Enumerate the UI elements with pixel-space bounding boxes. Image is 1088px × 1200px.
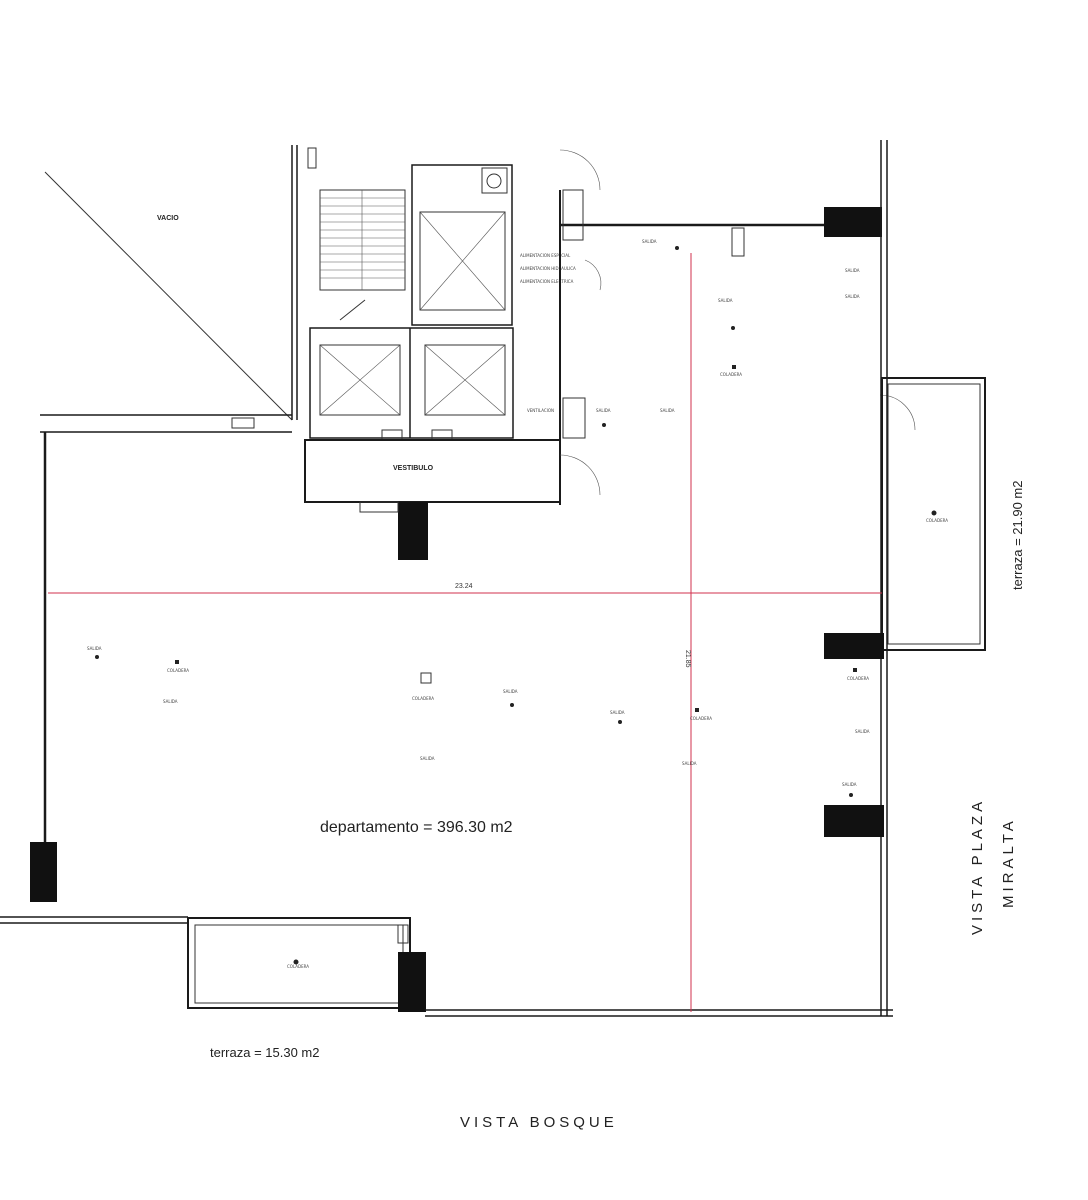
- svg-text:COLADERA: COLADERA: [412, 696, 434, 701]
- svg-text:SALIDA: SALIDA: [163, 699, 178, 704]
- outlet-labels: SALIDA COLADERA COLADERA SALIDA SALIDA C…: [87, 239, 948, 969]
- svg-text:SALIDA: SALIDA: [596, 408, 611, 413]
- terraza-east-area-label: terraza = 21.90 m2: [1010, 481, 1025, 590]
- svg-text:COLADERA: COLADERA: [926, 518, 948, 523]
- svg-text:SALIDA: SALIDA: [855, 729, 870, 734]
- departamento-area-label: departamento = 396.30 m2: [320, 819, 513, 836]
- svg-text:SALIDA: SALIDA: [718, 298, 733, 303]
- view-east-label-line1: VISTA PLAZA: [969, 798, 986, 935]
- svg-text:SALIDA: SALIDA: [610, 710, 625, 715]
- outlet-points: [95, 246, 937, 965]
- vacio-label: VACIO: [157, 215, 179, 222]
- terraza-south-area-label: terraza = 15.30 m2: [210, 1045, 319, 1060]
- svg-text:COLADERA: COLADERA: [720, 372, 742, 377]
- east-facade: [824, 140, 986, 1016]
- svg-text:COLADERA: COLADERA: [287, 964, 309, 969]
- view-east-label-line2: MIRALTA: [1000, 817, 1017, 908]
- vestibule: VESTIBULO: [304, 439, 561, 560]
- svg-text:SALIDA: SALIDA: [420, 756, 435, 761]
- width-dimension-label: 23.24: [455, 583, 473, 590]
- void-diagonal-line: [44, 171, 293, 421]
- svg-text:COLADERA: COLADERA: [167, 668, 189, 673]
- svg-text:COLADERA: COLADERA: [690, 716, 712, 721]
- svg-text:SALIDA: SALIDA: [682, 761, 697, 766]
- depth-dimension-label: 21.85: [684, 650, 691, 668]
- svg-text:SALIDA: SALIDA: [842, 782, 857, 787]
- svg-text:SALIDA: SALIDA: [845, 294, 860, 299]
- stair-core: ALIMENTACION ESPECIAL ALIMENTACION HIDRA…: [291, 145, 576, 441]
- south-facade: [0, 916, 893, 1017]
- svg-text:SALIDA: SALIDA: [660, 408, 675, 413]
- svg-text:SALIDA: SALIDA: [87, 646, 102, 651]
- svg-text:COLADERA: COLADERA: [847, 676, 869, 681]
- view-south-label: VISTA BOSQUE: [460, 1114, 618, 1131]
- service-label-3: ALIMENTACION ELECTRICA: [520, 279, 574, 284]
- svg-text:SALIDA: SALIDA: [845, 268, 860, 273]
- svg-text:VENTILACION: VENTILACION: [527, 408, 554, 413]
- vestibulo-label: VESTIBULO: [393, 465, 434, 472]
- service-label-1: ALIMENTACION ESPECIAL: [520, 253, 571, 258]
- svg-text:SALIDA: SALIDA: [503, 689, 518, 694]
- service-label-2: ALIMENTACION HIDRAULICA: [520, 266, 576, 271]
- svg-text:SALIDA: SALIDA: [642, 239, 657, 244]
